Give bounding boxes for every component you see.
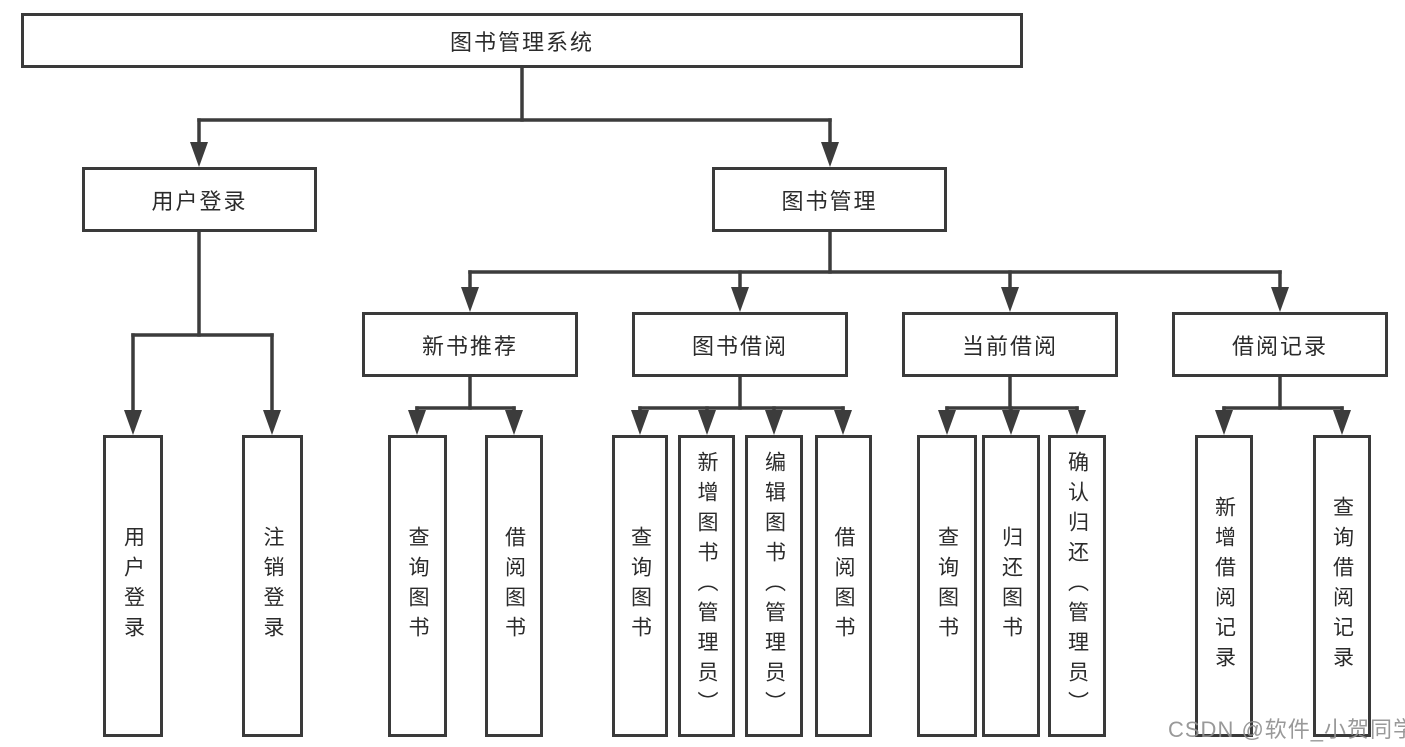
- node-book-borrow: 图书借阅: [632, 312, 848, 377]
- leaf-edit-book-admin: 编辑图书（管理员）: [745, 435, 803, 737]
- leaf-query-borrow-record: 查询借阅记录: [1313, 435, 1371, 737]
- node-label: 新增图书（管理员）: [695, 451, 718, 721]
- node-label: 新增借阅记录: [1212, 496, 1236, 676]
- leaf-return-book: 归还图书: [982, 435, 1040, 737]
- leaf-borrow-query-book: 查询图书: [612, 435, 668, 737]
- node-label: 用户登录: [151, 188, 248, 214]
- node-label: 借阅图书: [832, 526, 855, 646]
- node-user-login: 用户登录: [82, 167, 317, 232]
- node-borrow-record: 借阅记录: [1172, 312, 1388, 377]
- leaf-confirm-return-admin: 确认归还（管理员）: [1048, 435, 1106, 737]
- node-label: 查询图书: [628, 526, 652, 646]
- node-label: 归还图书: [999, 526, 1023, 646]
- node-book-management: 图书管理: [712, 167, 947, 232]
- node-label: 编辑图书（管理员）: [762, 451, 786, 721]
- node-label: 借阅图书: [502, 526, 526, 646]
- node-label: 图书管理系统: [449, 29, 594, 55]
- node-label: 查询借阅记录: [1330, 496, 1354, 676]
- leaf-recommend-query-book: 查询图书: [388, 435, 447, 737]
- node-library-management-system: 图书管理系统: [21, 13, 1023, 68]
- node-label: 当前借阅: [961, 333, 1058, 359]
- leaf-borrow-book: 借阅图书: [815, 435, 872, 737]
- node-label: 查询图书: [935, 526, 959, 646]
- node-label: 用户登录: [121, 526, 145, 646]
- node-label: 借阅记录: [1231, 333, 1328, 359]
- csdn-watermark: CSDN @软件_小贺同学: [1168, 717, 1405, 742]
- leaf-add-book-admin: 新增图书（管理员）: [678, 435, 735, 737]
- leaf-add-borrow-record: 新增借阅记录: [1195, 435, 1253, 737]
- leaf-logout: 注销登录: [242, 435, 303, 737]
- leaf-current-query-book: 查询图书: [917, 435, 977, 737]
- node-label: 查询图书: [406, 526, 429, 646]
- leaf-user-login: 用户登录: [103, 435, 163, 737]
- node-label: 确认归还（管理员）: [1065, 451, 1089, 721]
- node-label: 注销登录: [261, 526, 284, 646]
- node-current-borrow: 当前借阅: [902, 312, 1118, 377]
- node-label: 图书借阅: [691, 333, 788, 359]
- node-label: 图书管理: [781, 188, 878, 214]
- node-label: 新书推荐: [421, 333, 518, 359]
- leaf-recommend-borrow-book: 借阅图书: [485, 435, 543, 737]
- node-new-book-recommend: 新书推荐: [362, 312, 578, 377]
